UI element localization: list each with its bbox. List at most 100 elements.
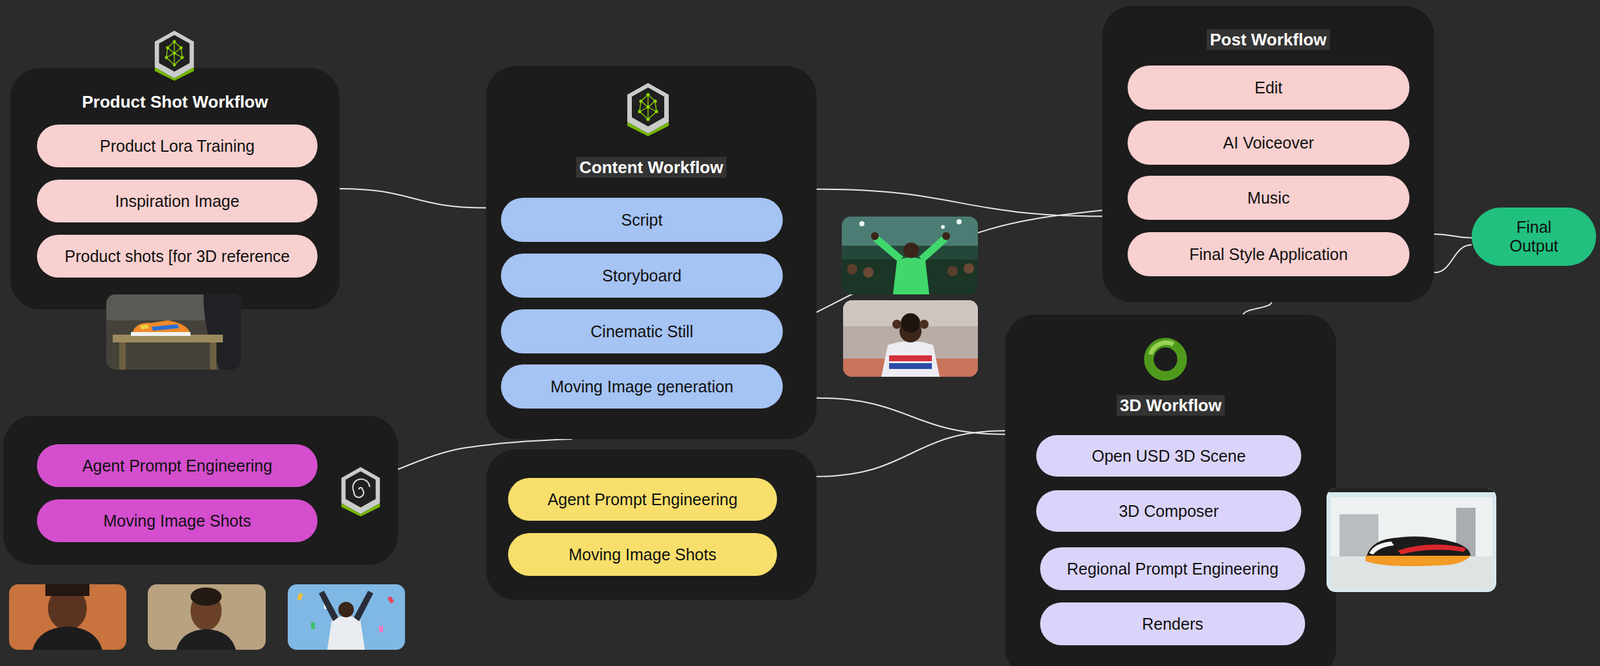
decor-part xyxy=(638,99,643,103)
decor-part xyxy=(1330,497,1493,588)
step-pill: Product Lora Training xyxy=(36,124,318,168)
step-pill: Inspiration Image xyxy=(36,179,318,223)
connector-line xyxy=(816,397,1006,435)
decor-part xyxy=(338,601,354,617)
step-label: Final Style Application xyxy=(1189,244,1348,264)
step-pill: Storyboard xyxy=(500,253,783,298)
step-label: Music xyxy=(1247,188,1290,208)
decor-part xyxy=(179,46,183,50)
connector-line xyxy=(1434,244,1472,273)
runner-photo xyxy=(843,300,978,377)
connector-line xyxy=(1243,301,1272,315)
connector-line xyxy=(816,209,1103,312)
decor-part xyxy=(647,94,649,107)
decor-part xyxy=(1365,555,1471,566)
decor-part xyxy=(345,471,376,508)
step-label: Cinematic Still xyxy=(590,322,693,341)
step-label: Product shots [for 3D reference xyxy=(64,246,290,266)
step-pill: Product shots [for 3D reference xyxy=(36,234,318,278)
step-pill: Moving Image Shots xyxy=(508,532,777,576)
decor-part xyxy=(863,266,874,278)
decor-part xyxy=(639,111,649,120)
step-label: Moving Image Shots xyxy=(103,511,252,531)
decor-part xyxy=(352,478,370,498)
decor-part xyxy=(627,121,669,137)
connector-line xyxy=(816,189,1103,217)
decor-part xyxy=(963,263,974,274)
step-pill: Regional Prompt Engineering xyxy=(1040,546,1306,590)
decor-part xyxy=(190,587,222,606)
decor-part xyxy=(892,319,902,329)
decor-part xyxy=(841,216,978,295)
step-pill: Agent Prompt Engineering xyxy=(36,443,318,487)
step-pill: Moving Image generation xyxy=(500,364,783,409)
decor-part xyxy=(1326,487,1497,592)
decor-part xyxy=(646,92,650,96)
panel-heading: Content Workflow xyxy=(576,156,727,178)
cube-icon xyxy=(625,81,671,137)
decor-part xyxy=(870,231,879,240)
decor-part xyxy=(9,583,127,650)
decor-part xyxy=(918,235,948,262)
step-label: AI Voiceover xyxy=(1222,133,1314,153)
decor-part xyxy=(631,87,665,127)
decor-part xyxy=(166,57,175,65)
decor-part xyxy=(654,109,658,113)
workflow-panel: Content WorkflowScriptStoryboardCinemati… xyxy=(486,66,817,439)
ring-icon xyxy=(1141,335,1190,383)
step-label: Agent Prompt Engineering xyxy=(82,456,273,476)
decor-part xyxy=(45,583,90,596)
decor-part xyxy=(900,313,921,333)
cube-icon xyxy=(339,464,382,518)
decor-part xyxy=(327,615,365,650)
step-label: Script xyxy=(621,210,663,230)
decor-part xyxy=(1366,535,1471,556)
decor-part xyxy=(287,583,406,650)
decor-part xyxy=(173,41,175,54)
output-pill: Final Output xyxy=(1471,207,1597,266)
decor-part xyxy=(154,67,194,82)
decor-part xyxy=(174,57,183,65)
step-label: Agent Prompt Engineering xyxy=(547,489,738,509)
step-pill: Script xyxy=(500,197,783,242)
step-label: Moving Image generation xyxy=(550,377,733,396)
stadium-photo xyxy=(841,216,978,295)
step-pill: Open USD 3D Scene xyxy=(1036,434,1302,477)
step-label: 3D Composer xyxy=(1118,501,1219,521)
connector-line xyxy=(1434,233,1472,238)
step-label: Moving Image Shots xyxy=(568,544,717,564)
decor-part xyxy=(151,324,179,331)
decor-part xyxy=(646,117,650,121)
decor-part xyxy=(846,263,858,275)
step-pill: Cinematic Still xyxy=(500,309,783,354)
decor-part xyxy=(881,340,940,377)
workflow-panel: Agent Prompt EngineeringMoving Image Sho… xyxy=(3,415,398,565)
athlete-photo xyxy=(147,583,266,650)
decor-part xyxy=(1150,342,1174,354)
shoe-photo xyxy=(106,294,242,370)
decor-part xyxy=(139,324,150,330)
decor-part xyxy=(32,626,103,650)
decor-part xyxy=(942,231,951,240)
step-pill: Final Style Application xyxy=(1127,231,1410,277)
decor-part xyxy=(387,595,395,604)
step-pill: Renders xyxy=(1040,602,1306,645)
step-label: Renders xyxy=(1141,614,1204,634)
step-pill: Edit xyxy=(1127,65,1410,110)
decor-part xyxy=(353,590,374,621)
decor-part xyxy=(1326,487,1497,492)
step-pill: Music xyxy=(1127,175,1410,220)
step-pill: Agent Prompt Engineering xyxy=(508,477,777,521)
workflow-panel: 3D WorkflowOpen USD 3D Scene 3D ComposerR… xyxy=(1005,314,1337,666)
decor-part xyxy=(1397,544,1466,555)
decor-part xyxy=(164,55,168,59)
panel-heading: 3D Workflow xyxy=(1116,394,1225,416)
decor-part xyxy=(106,294,242,370)
step-label: Final Output xyxy=(1498,217,1570,256)
decor-part xyxy=(1326,487,1497,592)
celebration-photo xyxy=(287,583,406,650)
decor-part xyxy=(956,219,962,225)
workflow-panel: Agent Prompt EngineeringMoving Image Sho… xyxy=(486,449,817,600)
decor-part xyxy=(841,216,978,246)
step-label: Edit xyxy=(1254,78,1283,98)
